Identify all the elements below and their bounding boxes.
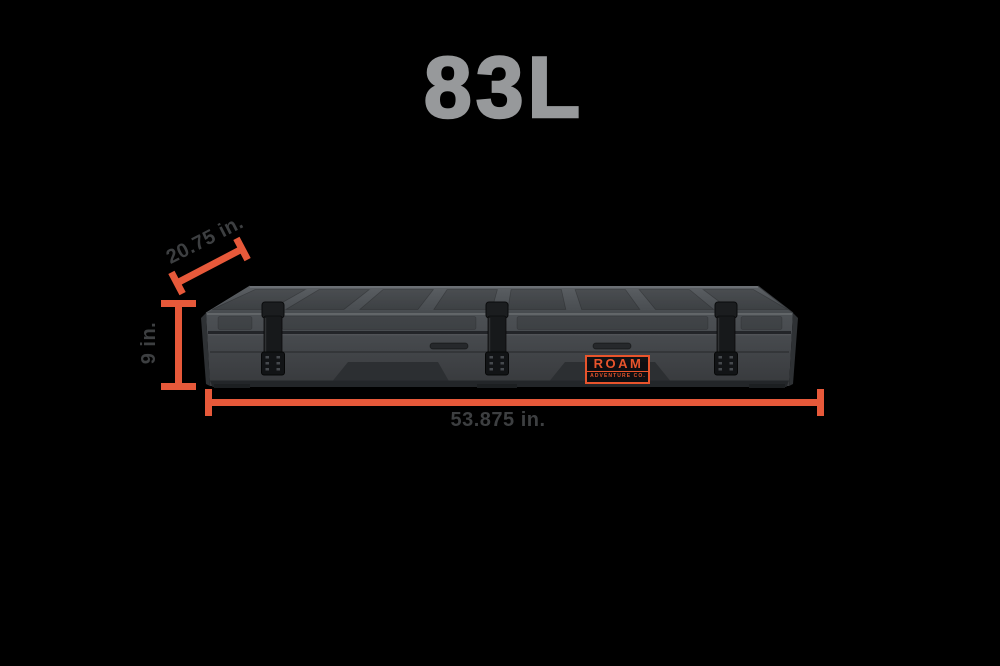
latch-right: [714, 301, 738, 376]
height-dimension-label: 9 in.: [138, 321, 160, 365]
latch-center: [485, 301, 509, 376]
length-dimension-label: 53.875 in.: [450, 409, 546, 431]
latch-left: [261, 301, 285, 376]
depth-dimension-line: [168, 236, 251, 296]
volume-title: 83L: [423, 40, 585, 136]
case-bottom-edge: [210, 380, 789, 388]
length-dimension-line: [205, 389, 824, 416]
lid-front-panels: [217, 316, 783, 330]
brand-name: ROAM: [593, 356, 644, 371]
height-dimension-line: [161, 300, 196, 390]
brand-badge: ROAM ADVENTURE CO.: [585, 355, 650, 384]
drawer-pull-slots: [429, 342, 632, 350]
brand-subtitle: ADVENTURE CO.: [587, 371, 648, 380]
case-lid-top-face: [205, 285, 794, 314]
